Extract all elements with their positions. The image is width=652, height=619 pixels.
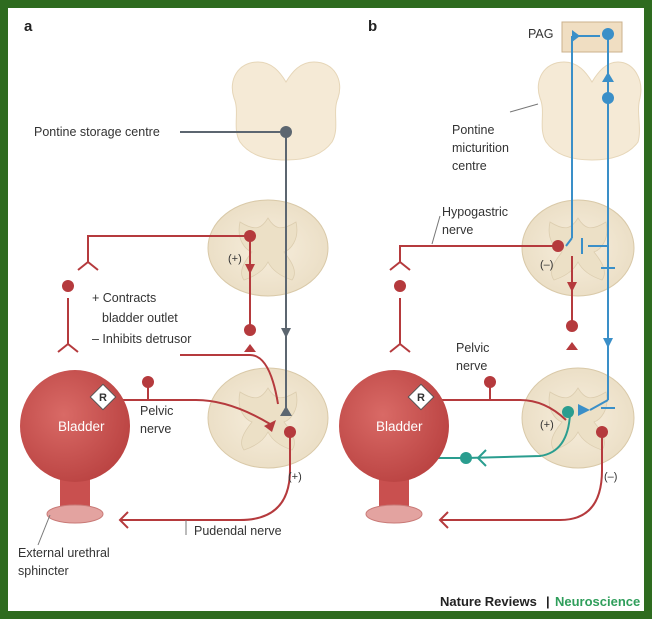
bladder-b (339, 370, 449, 523)
terminal-fork-a1 (78, 262, 98, 270)
pag-label: PAG (528, 27, 553, 41)
pag-neuron (602, 28, 614, 40)
pontine-leader-b (510, 104, 538, 112)
inhibits-detrusor-label: – Inhibits detrusor (92, 332, 191, 346)
sphincter-label-2: sphincter (18, 564, 69, 578)
pelvic-ganglion-b (484, 376, 496, 388)
bladder-label-b: Bladder (376, 419, 423, 434)
panel-a: a (18, 18, 340, 578)
neuron-upper-a (244, 230, 256, 242)
terminal-b2 (566, 342, 578, 350)
hypogastric-label-b2: nerve (442, 223, 473, 237)
pontine-storage-label: Pontine storage centre (34, 125, 160, 139)
sign-lower-b: (–) (604, 471, 617, 483)
sign-lower-a: (+) (288, 471, 302, 483)
hypo-leader-b (432, 216, 440, 244)
neuron-mid-a (244, 324, 256, 336)
terminal-a2 (244, 344, 256, 352)
pudendal-label: Pudendal nerve (194, 524, 282, 538)
pontine-micturition-node (602, 92, 614, 104)
ganglion-node-b1 (394, 280, 406, 292)
pelvic-ganglion-a (142, 376, 154, 388)
motor-neuron-a (284, 426, 296, 438)
teal-ganglion (460, 452, 472, 464)
spinal-cord-lower-a (208, 368, 328, 468)
journal-name: Nature Reviews (440, 594, 537, 609)
spinal-cord-lower-b (522, 368, 634, 468)
neuron-upper-b (552, 240, 564, 252)
terminal-fork-b2 (390, 344, 410, 352)
ganglion-node-a1 (62, 280, 74, 292)
terminal-fork-a2 (58, 344, 78, 352)
sign-upper-b: (–) (540, 259, 553, 271)
spinal-cord-upper-b (522, 200, 634, 296)
pelvic-label-a2: nerve (140, 422, 171, 436)
terminal-fork-b1 (390, 262, 410, 270)
sphincter-label-1: External urethral (18, 546, 110, 560)
pons-b (538, 62, 641, 160)
sign-upper-a: (+) (228, 253, 242, 265)
svg-text:R: R (99, 392, 107, 404)
bladder-outlet-label: bladder outlet (102, 311, 178, 325)
bladder-label-a: Bladder (58, 419, 105, 434)
journal-field: Neuroscience (555, 594, 640, 609)
sphincter-b (366, 505, 422, 523)
pontine-label-b1: Pontine (452, 123, 494, 137)
storage-centre-node (280, 126, 292, 138)
pelvic-label-b2: nerve (456, 359, 487, 373)
pontine-label-b3: centre (452, 159, 487, 173)
spinal-cord-upper-a (208, 200, 328, 296)
credit-separator: | (546, 594, 550, 609)
neuron-mid-b (566, 320, 578, 332)
sphincter-a (47, 505, 103, 523)
sphincter-leader (38, 515, 50, 545)
pelvic-label-b1: Pelvic (456, 341, 489, 355)
panel-a-label: a (24, 18, 33, 35)
pelvic-label-a1: Pelvic (140, 404, 173, 418)
arrow-down-b (603, 338, 613, 348)
contracts-label: + Contracts (92, 291, 156, 305)
bladder-a (20, 370, 130, 523)
panel-b-label: b (368, 18, 377, 35)
panel-b: b PAG (339, 18, 641, 528)
hypogastric-label-b1: Hypogastric (442, 205, 508, 219)
journal-credit: Nature Reviews | Neuroscience (440, 594, 640, 609)
pontine-label-b2: micturition (452, 141, 509, 155)
svg-text:R: R (417, 392, 425, 404)
motor-neuron-b (596, 426, 608, 438)
teal-neuron (562, 406, 574, 418)
sign-inner-b: (+) (540, 419, 554, 431)
arrow-down-a1 (281, 328, 291, 338)
